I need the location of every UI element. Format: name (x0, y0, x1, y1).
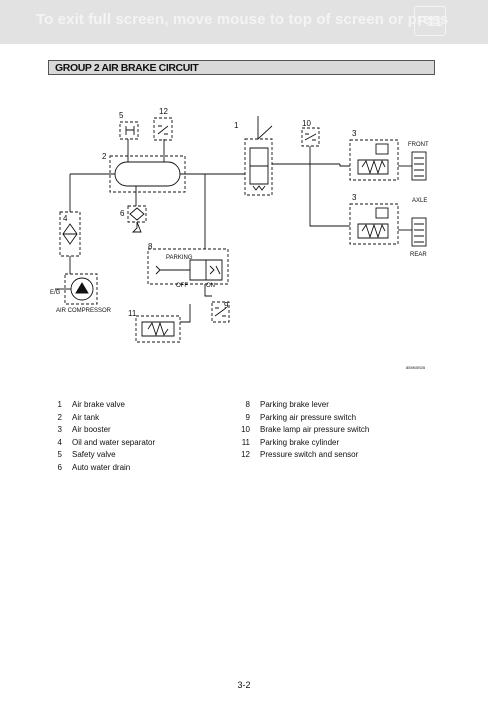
eg-label: E/G (50, 290, 61, 296)
legend-number: 11 (241, 437, 250, 447)
callout-3-rear: 3 (352, 193, 357, 202)
fullscreen-message: To exit full screen, move mouse to top o… (36, 11, 449, 28)
legend-item: 1 Air brake valve (48, 399, 155, 412)
front-wheel-chamber (411, 151, 427, 181)
on-label: ON (206, 283, 215, 289)
legend-number: 3 (57, 425, 62, 435)
section-title: GROUP 2 AIR BRAKE CIRCUIT (48, 60, 435, 75)
legend-number: 10 (241, 425, 250, 435)
rear-air-booster (349, 203, 399, 245)
axle-label: AXLE (412, 198, 427, 204)
legend-text: Parking brake cylinder (260, 437, 340, 447)
callout-4: 4 (63, 214, 68, 223)
callout-3-front: 3 (352, 129, 357, 138)
legend-item: 5 Safety valve (48, 449, 155, 462)
legend-text: Auto water drain (72, 462, 131, 472)
parking-brake-cylinder (135, 315, 181, 343)
legend-text: Parking air pressure switch (260, 412, 357, 422)
legend-text: Air brake valve (72, 400, 125, 409)
pressure-switch-sensor (153, 117, 173, 141)
callout-11: 11 (128, 309, 137, 318)
off-label: OFF (176, 283, 188, 289)
callout-8: 8 (148, 242, 153, 251)
legend-right: 8 Parking brake lever 9 Parking air pressu… (236, 399, 369, 462)
legend-item: 9 Parking air pressure switch (236, 412, 369, 425)
safety-valve (119, 121, 139, 140)
rear-label: REAR (410, 252, 427, 258)
legend-number: 2 (57, 412, 62, 422)
legend-item: 12 Pressure switch and sensor (236, 449, 369, 462)
parking-to-switch-line (204, 284, 212, 297)
legend-item: 8 Parking brake lever (236, 399, 369, 412)
callout-5: 5 (119, 111, 124, 120)
legend-number: 6 (57, 462, 62, 472)
parking-label: PARKING (166, 255, 193, 261)
legend-item: 4 Oil and water separator (48, 437, 156, 450)
drawing-code: 855KBS05 (406, 365, 426, 370)
legend-text: Oil and water separator (72, 437, 156, 447)
front-booster-line (339, 164, 350, 167)
oil-water-separator (59, 211, 81, 257)
air-tank (114, 161, 181, 187)
air-tank-frame (109, 155, 186, 193)
legend-number: 12 (241, 450, 250, 460)
legend-text: Air booster (72, 425, 111, 435)
parking-to-cylinder-line (180, 304, 191, 323)
legend-number: 4 (57, 437, 62, 447)
legend-number: 9 (245, 412, 250, 422)
fullscreen-banner: To exit full screen, move mouse to top o… (0, 0, 488, 44)
parking-pressure-switch (211, 301, 230, 323)
rear-wheel-chamber (411, 217, 427, 247)
air-brake-circuit-diagram: 5 12 2 1 10 3 3 4 6 8 9 11 FRONT AXLE RE… (50, 107, 429, 370)
legend-number: 5 (57, 450, 62, 460)
legend-text: Air tank (72, 412, 100, 422)
callout-6: 6 (120, 209, 125, 218)
f11-key-badge: F11 (414, 6, 446, 36)
air-compressor-label: AIR COMPRESSOR (56, 308, 112, 314)
callout-9: 9 (224, 301, 229, 310)
legend-number: 1 (57, 400, 62, 409)
legend-item: 3 Air booster (48, 424, 155, 437)
legend-text: Pressure switch and sensor (260, 450, 359, 460)
legend-item: 11 Parking brake cylinder (236, 437, 369, 450)
compressor-frame (64, 273, 98, 305)
parking-brake-lever (147, 248, 229, 285)
callout-12: 12 (159, 107, 168, 116)
brake-lamp-switch (301, 127, 320, 147)
callout-10: 10 (302, 119, 311, 128)
front-label: FRONT (408, 142, 429, 148)
legend-item: 10 Brake lamp air pressure switch (236, 424, 369, 437)
legend-item: 6 Auto water drain (48, 462, 155, 475)
legend-text: Safety valve (72, 450, 116, 460)
rear-branch-line (309, 164, 350, 227)
front-air-booster (349, 139, 399, 181)
legend-item: 2 Air tank (48, 412, 155, 425)
air-brake-valve (244, 138, 273, 196)
callout-2: 2 (102, 152, 107, 161)
legend-number: 8 (245, 400, 250, 409)
page-number: 3-2 (237, 680, 251, 690)
callout-1: 1 (234, 121, 239, 130)
legend-text: Brake lamp air pressure switch (260, 425, 370, 435)
legend-text: Parking brake lever (260, 400, 329, 409)
